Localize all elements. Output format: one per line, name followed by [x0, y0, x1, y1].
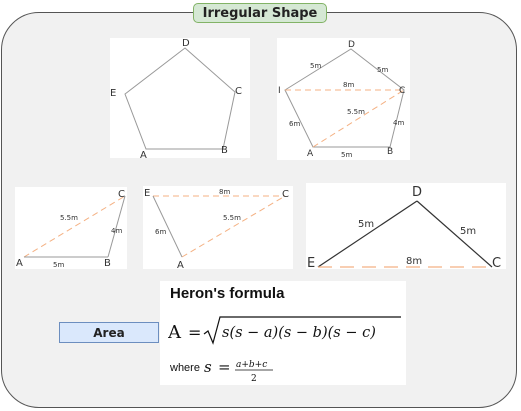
- s-equals-sign: =: [218, 359, 231, 376]
- length-label-cb: 4m: [393, 119, 404, 127]
- fraction-denominator: 2: [251, 374, 257, 384]
- length-label-ea: 6m: [289, 120, 300, 128]
- vertex-label-c: C: [282, 189, 289, 200]
- vertex-label-a: A: [140, 150, 147, 158]
- heron-equation: A = s(s − a)(s − b)(s − c): [168, 316, 401, 345]
- s-symbol: s: [204, 359, 212, 376]
- length-label-dc: 5m: [460, 226, 476, 237]
- pentagon-figure: D C B A E: [110, 38, 242, 158]
- pentagon-split-figure: D C B A I 5m 5m 8m 6m 5.5m 4m 5m: [278, 40, 405, 159]
- vertex-label-i: I: [278, 86, 281, 96]
- vertex-label-e: E: [307, 256, 315, 269]
- edge-ea: [152, 195, 183, 258]
- triangle-eac-figure: E C A 8m 6m 5.5m: [144, 188, 289, 269]
- length-label-dc: 5m: [377, 66, 388, 74]
- area-label: Area: [93, 325, 125, 340]
- vertex-label-e: E: [110, 88, 116, 99]
- heron-radicand: s(s − a)(s − b)(s − c): [222, 325, 376, 341]
- pentagon-split-panel: D C B A I 5m 5m 8m 6m 5.5m 4m 5m: [277, 38, 410, 160]
- title-text: Irregular Shape: [202, 5, 318, 21]
- pentagon-shape: [124, 47, 236, 150]
- edge-ac: [181, 195, 286, 258]
- length-label-ab: 5m: [53, 261, 64, 269]
- vertex-label-c: C: [492, 256, 501, 269]
- triangle-abc-figure: C A B 5.5m 4m 5m: [16, 189, 126, 269]
- where-text: where: [170, 362, 200, 374]
- vertex-label-b: B: [104, 258, 111, 269]
- pentagon-panel: D C B A E: [110, 38, 250, 158]
- triangle-eac-panel: E C A 8m 6m 5.5m: [143, 186, 293, 269]
- triangle-edc-figure: D E C 5m 5m 8m: [307, 185, 501, 269]
- length-label-ec: 8m: [343, 81, 354, 89]
- length-label-ec: 8m: [406, 256, 422, 267]
- sqrt-sign: [203, 316, 401, 345]
- vertex-label-a: A: [307, 149, 314, 159]
- fraction-numerator: a+b+c: [236, 360, 267, 370]
- vertex-label-c: C: [118, 189, 125, 200]
- vertex-label-a: A: [16, 258, 23, 269]
- length-label-bc: 4m: [111, 227, 122, 235]
- vertex-label-a: A: [177, 260, 184, 269]
- length-label-ed: 5m: [310, 62, 321, 70]
- equals-sign: =: [188, 323, 201, 342]
- diagonal-ac: [312, 89, 405, 148]
- semi-perimeter-definition: where s = a+b+c 2: [170, 359, 273, 384]
- triangle-abc-panel: C A B 5.5m 4m 5m: [15, 187, 127, 269]
- vertex-label-e: E: [144, 188, 150, 199]
- vertex-label-b: B: [387, 147, 393, 157]
- vertex-label-c: C: [399, 86, 405, 96]
- area-box: Area: [59, 322, 159, 343]
- heron-title: Heron's formula: [170, 285, 285, 302]
- edge-ed: [317, 200, 418, 268]
- pentagon-split-outline: [284, 48, 405, 148]
- edge-ac: [23, 195, 126, 258]
- title-badge: Irregular Shape: [193, 3, 327, 23]
- vertex-label-d: D: [412, 185, 422, 200]
- vertex-label-b: B: [221, 145, 228, 156]
- edge-dc: [416, 200, 493, 268]
- vertex-label-c: C: [235, 86, 242, 97]
- length-label-ea: 6m: [155, 228, 166, 236]
- length-label-ac: 5.5m: [223, 214, 241, 222]
- length-label-ed: 5m: [358, 219, 374, 230]
- length-label-ab: 5m: [341, 151, 352, 159]
- vertex-label-d: D: [348, 40, 355, 50]
- area-symbol: A: [168, 322, 182, 343]
- edge-bc: [107, 195, 126, 258]
- length-label-ac: 5.5m: [347, 108, 365, 116]
- length-label-ec: 8m: [219, 188, 230, 196]
- length-label-ac: 5.5m: [60, 214, 78, 222]
- triangle-edc-panel: D E C 5m 5m 8m: [306, 183, 506, 269]
- vertex-label-d: D: [182, 38, 190, 49]
- heron-formula-panel: Heron's formula A = s(s − a)(s − b)(s − …: [160, 281, 406, 385]
